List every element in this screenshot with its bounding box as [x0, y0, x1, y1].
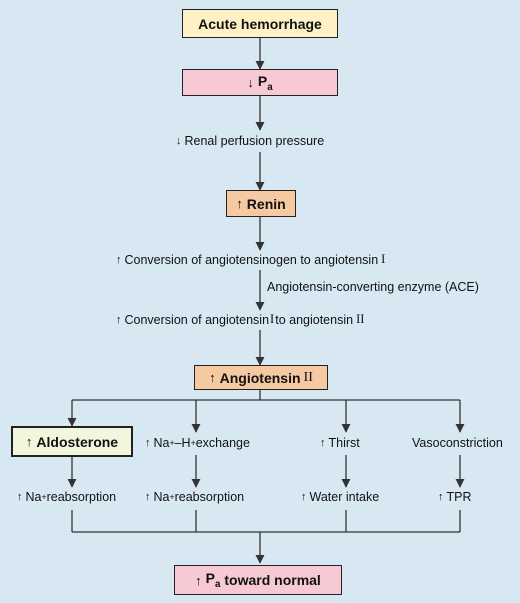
down-arrow-icon: ↓ [176, 135, 182, 147]
vasoconstriction-label: Vasoconstriction [412, 436, 503, 450]
ace-label: Angiotensin-converting enzyme (ACE) [267, 280, 479, 294]
acute-hemorrhage-label: Acute hemorrhage [198, 15, 322, 32]
up-arrow-icon: ↑ [236, 196, 243, 211]
conversion-angiotensin-label: ↑ Conversion of angiotensin I to angiote… [116, 312, 365, 327]
na-reabsorption-label-1: ↑ Na+ reabsorption [17, 490, 117, 504]
up-arrow-icon: ↑ [145, 437, 151, 449]
conversion-angiotensinogen-label: ↑ Conversion of angiotensinogen to angio… [116, 252, 386, 267]
up-arrow-icon: ↑ [438, 491, 444, 503]
tpr-label: ↑ TPR [438, 490, 472, 504]
water-intake-label: ↑ Water intake [301, 490, 380, 504]
na-reabsorption-label-2: ↑ Na+ reabsorption [145, 490, 245, 504]
up-arrow-icon: ↑ [320, 437, 326, 449]
up-arrow-icon: ↑ [301, 491, 307, 503]
down-arrow-icon: ↓ [247, 75, 254, 90]
up-arrow-icon: ↑ [195, 572, 202, 588]
angiotensin-ii-box: ↑ Angiotensin II [194, 365, 328, 390]
up-arrow-icon: ↑ [209, 370, 216, 385]
renin-box: ↑ Renin [226, 190, 296, 217]
pa-label: Pa [205, 570, 221, 590]
up-arrow-icon: ↑ [145, 491, 151, 503]
pa-toward-normal-box: ↑ Pa toward normal [174, 565, 342, 595]
up-arrow-icon: ↑ [25, 434, 33, 449]
pa-decrease-box: ↓ Pa [182, 69, 338, 96]
pa-label: Pa [257, 72, 273, 93]
up-arrow-icon: ↑ [116, 313, 122, 326]
acute-hemorrhage-box: Acute hemorrhage [182, 9, 338, 38]
aldosterone-box: ↑ Aldosterone [11, 426, 133, 457]
up-arrow-icon: ↑ [116, 253, 122, 266]
na-h-exchange-label: ↑ Na+–H+ exchange [145, 436, 250, 450]
renal-perfusion-label: ↓ Renal perfusion pressure [176, 134, 325, 148]
up-arrow-icon: ↑ [17, 491, 23, 503]
thirst-label: ↑ Thirst [320, 436, 360, 450]
